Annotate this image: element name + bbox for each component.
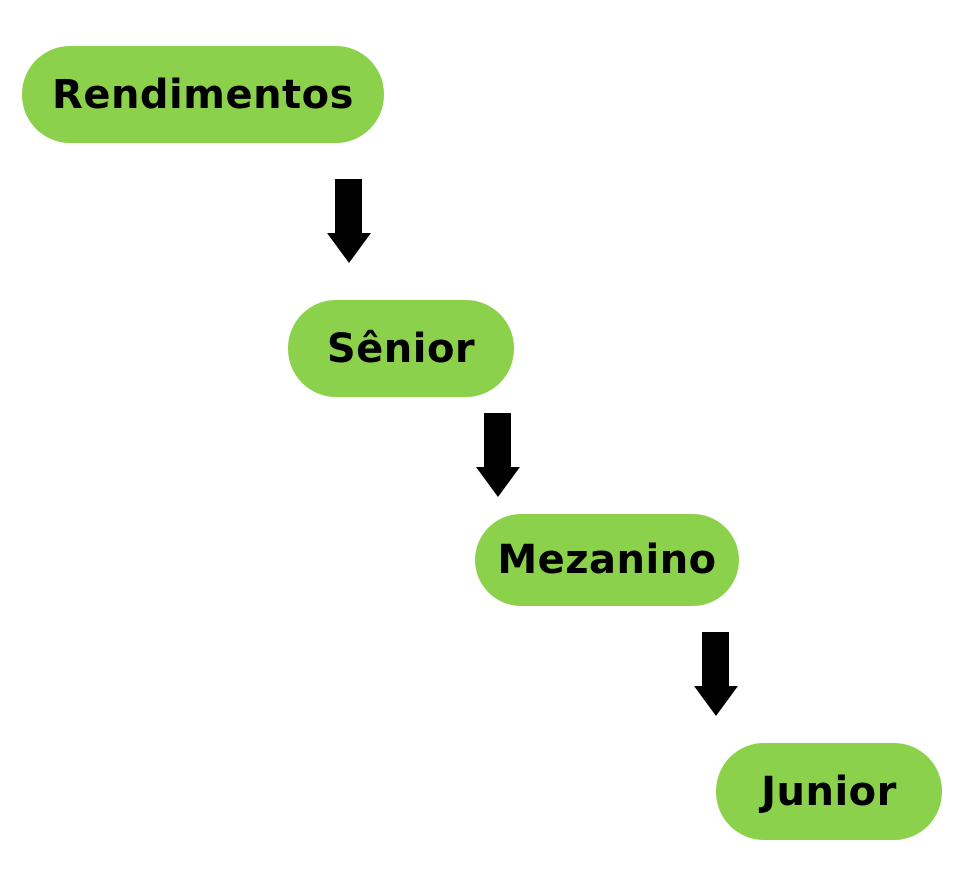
node-senior: Sênior <box>288 300 514 397</box>
node-junior: Junior <box>716 743 942 840</box>
arrow-down-icon <box>327 179 371 263</box>
node-label: Junior <box>761 768 897 815</box>
node-label: Rendimentos <box>52 71 354 118</box>
arrow-down-icon <box>694 632 738 716</box>
node-label: Sênior <box>326 325 476 372</box>
node-mezanino: Mezanino <box>475 514 739 606</box>
arrow-down-icon <box>476 413 520 497</box>
node-rendimentos: Rendimentos <box>22 46 384 143</box>
node-label: Mezanino <box>497 537 717 583</box>
